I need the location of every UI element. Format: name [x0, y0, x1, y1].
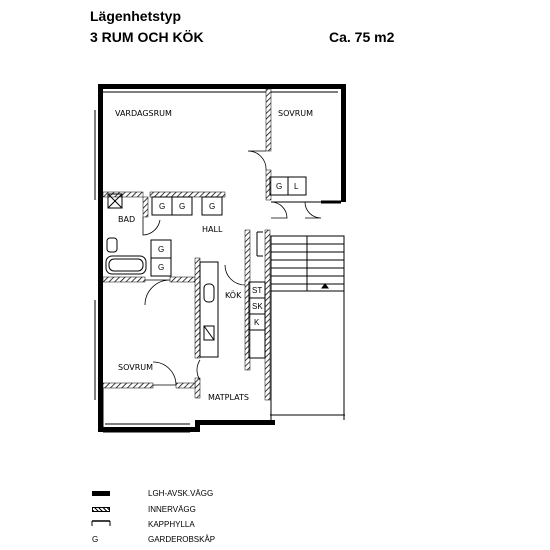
room-label-sovrum-top: SOVRUM: [278, 109, 313, 118]
wardrobe-label: G: [179, 202, 185, 211]
apartment-type: 3 RUM OCH KÖK: [90, 29, 204, 45]
balcony: [102, 388, 190, 433]
windows: [94, 91, 345, 425]
legend-g-symbol: G: [92, 535, 99, 544]
legend-thick-wall-symbol: [92, 491, 110, 496]
legend-label: INNERVÄGG: [148, 505, 196, 514]
exterior-walls: [98, 84, 346, 432]
plan-title: Lägenhetstyp: [90, 8, 182, 24]
wardrobe-label: G: [209, 202, 215, 211]
bathroom-fixtures: [105, 193, 147, 275]
legend-label: KAPPHYLLA: [148, 520, 195, 529]
legend-shelf-symbol: [91, 520, 111, 526]
legend-label: GARDEROBSKÅP: [148, 535, 216, 544]
interior-walls: [102, 88, 272, 401]
sink-label: SK: [252, 302, 263, 311]
wardrobe-label: G: [158, 245, 164, 254]
legend-hatched-wall-symbol: [92, 507, 110, 512]
linen-label: L: [294, 182, 299, 191]
stairwell: [270, 235, 345, 420]
wardrobe-label: G: [158, 263, 164, 272]
kitchen-counter: [199, 261, 219, 358]
room-label-kok: KÖK: [225, 290, 242, 300]
wardrobe-label: G: [276, 182, 282, 191]
room-label-matplats: MATPLATS: [208, 393, 249, 402]
door-swings: [142, 150, 322, 386]
room-label-vardagsrum: VARDAGSRUM: [115, 109, 172, 118]
fridge-label: K: [254, 318, 260, 327]
room-label-sovrum-left: SOVRUM: [118, 363, 153, 372]
room-label-hall: HALL: [202, 225, 223, 234]
legend-label: LGH-AVSK.VÄGG: [148, 489, 214, 498]
apartment-area: Ca. 75 m2: [329, 29, 395, 45]
wardrobe-label: G: [159, 202, 165, 211]
coat-shelf: [256, 231, 263, 257]
wardrobes: [150, 176, 307, 359]
room-label-bad: BAD: [118, 215, 135, 224]
stove-label: ST: [252, 286, 262, 295]
